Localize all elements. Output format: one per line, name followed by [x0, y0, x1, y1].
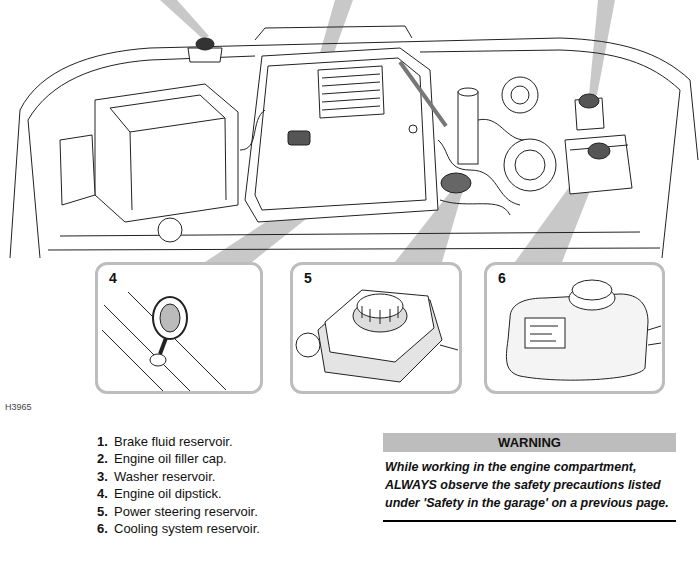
engine-bay-line-art	[60, 232, 640, 236]
inset-power-steering-art	[440, 345, 458, 350]
engine-bay-line-art	[322, 106, 380, 110]
inset-coolant-tank-art	[648, 343, 661, 345]
part-name: Cooling system reservoir.	[114, 521, 260, 537]
inset-power-steering-art	[380, 310, 381, 324]
warning-text: While working in the engine compartment,…	[383, 452, 676, 520]
part-name: Brake fluid reservoir.	[114, 434, 233, 450]
engine-bay-line-art	[504, 139, 556, 191]
engine-bay-line-art	[458, 92, 478, 164]
cap-marker	[409, 125, 417, 133]
engine-bay-line-art	[10, 110, 20, 258]
leader-wedge	[589, 0, 615, 95]
engine-bay-line-art	[318, 66, 384, 118]
inset-coolant-tank-art	[506, 280, 661, 380]
engine-bay-line-art	[515, 150, 545, 180]
inset-coolant-tank-art	[530, 326, 558, 327]
cap-marker	[288, 131, 310, 145]
engine-bay-line-art	[158, 218, 182, 242]
inset-dipstick-art	[160, 338, 166, 354]
engine-bay-line-art	[322, 90, 380, 94]
engine-bay-line-art	[255, 58, 426, 210]
engine-bay-line-art	[60, 135, 95, 205]
inset-dipstick-art	[104, 305, 190, 391]
cap-marker	[441, 173, 471, 193]
engine-bay-line-art	[322, 98, 380, 102]
inset-coolant-tank-art	[530, 334, 552, 335]
engine-bay-line-art	[478, 119, 525, 140]
callout-number: 6.	[97, 521, 108, 537]
inset-panel: 5	[290, 262, 462, 394]
engine-bay-line-art	[255, 26, 412, 40]
inset-coolant-tank-art	[572, 280, 612, 300]
callout-number: 6	[496, 270, 508, 286]
inset-power-steering-art	[296, 290, 458, 382]
part-name: Power steering reservoir.	[114, 504, 258, 520]
inset-dipstick-art	[128, 292, 226, 390]
engine-bay-line-art	[511, 86, 529, 104]
inset-power-steering-art	[398, 306, 399, 318]
cap-marker	[196, 38, 214, 50]
engine-bay-line-art	[10, 26, 698, 258]
engine-bay-line-art	[240, 110, 265, 150]
engine-bay-line-art	[322, 82, 380, 86]
inset-panel: 6	[484, 262, 665, 394]
engine-bay-line-art	[225, 118, 226, 200]
engine-bay-line-art	[502, 77, 538, 113]
part-name: Engine oil filler cap.	[114, 451, 227, 467]
inset-dipstick-art	[150, 354, 166, 366]
engine-bay-line-art	[48, 248, 660, 250]
engine-bay-line-art	[28, 120, 40, 258]
engine-bay-line-art	[130, 132, 132, 210]
callout-number: 3.	[97, 469, 108, 485]
engine-bay-line-art	[95, 84, 238, 222]
part-name: Washer reservoir.	[114, 469, 215, 485]
inset-power-steering-art	[325, 290, 434, 362]
engine-bay-line-art	[420, 50, 680, 90]
cap-marker	[588, 143, 610, 159]
figure-code: H3965	[5, 402, 32, 413]
warning-box: WARNINGWhile working in the engine compa…	[383, 433, 676, 522]
engine-bay-line-art	[458, 88, 478, 96]
warning-heading: WARNING	[383, 433, 676, 452]
inset-coolant-tank-art	[525, 318, 565, 348]
callout-number: 5	[302, 270, 314, 286]
engine-bay-line-art	[322, 74, 380, 78]
engine-bay-line-art	[690, 80, 698, 160]
engine-bay-line-art	[565, 135, 632, 194]
engine-bay-line-art	[400, 62, 446, 126]
part-name: Engine oil dipstick.	[114, 486, 222, 502]
engine-bay-line-art	[110, 95, 225, 132]
inset-coolant-tank-art	[648, 326, 661, 330]
inset-power-steering-art	[362, 306, 363, 318]
inset-dipstick-art	[153, 297, 187, 339]
inset-dipstick-art	[160, 304, 180, 332]
engine-bay-line-art	[440, 200, 510, 215]
inset-panel: 4	[95, 262, 263, 394]
inset-dipstick-art	[102, 292, 226, 391]
inset-power-steering-art	[390, 309, 391, 322]
cap-marker	[579, 94, 599, 108]
callout-number: 1.	[97, 434, 108, 450]
leader-wedge	[160, 0, 209, 39]
cap-marker	[196, 38, 610, 193]
inset-power-steering-art	[296, 333, 320, 357]
inset-power-steering-art	[370, 309, 371, 322]
inset-coolant-tank-art	[530, 341, 556, 342]
callout-number: 4	[107, 270, 119, 286]
callout-number: 4.	[97, 486, 108, 502]
engine-bay-line-art	[662, 90, 680, 258]
callout-number: 5.	[97, 504, 108, 520]
callout-number: 2.	[97, 451, 108, 467]
